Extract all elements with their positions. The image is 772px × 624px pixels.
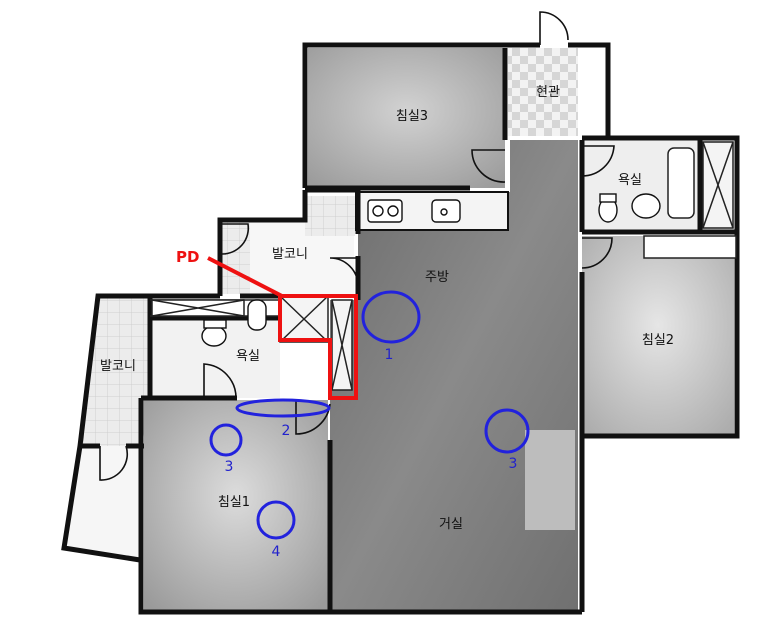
label-bath-right: 욕실 xyxy=(618,173,642,188)
label-bedroom2: 침실2 xyxy=(642,333,674,348)
label-bedroom3: 침실3 xyxy=(396,109,428,124)
marker-label-1: 1 xyxy=(385,347,394,363)
balcony-left-lower xyxy=(66,446,142,560)
label-living: 거실 xyxy=(439,517,463,532)
kitchen-living-floor xyxy=(330,140,578,610)
label-balcony-left: 발코니 xyxy=(100,359,136,374)
balcony-left-floor xyxy=(80,298,150,446)
marker-circle-4 xyxy=(256,500,296,540)
pd-outline xyxy=(278,294,358,400)
marker-label-3-right: 3 xyxy=(509,456,518,472)
marker-circle-1 xyxy=(361,290,421,344)
label-kitchen: 주방 xyxy=(425,270,449,285)
label-bedroom1: 침실1 xyxy=(218,495,250,510)
marker-label-4: 4 xyxy=(272,544,281,560)
toilet-left xyxy=(201,325,227,347)
marker-label-2: 2 xyxy=(282,423,291,439)
bedroom3-floor xyxy=(308,48,505,188)
living-light-patch xyxy=(525,430,575,530)
entrance-floor xyxy=(508,48,578,136)
balcony-mid-tiles xyxy=(305,196,355,236)
walls xyxy=(61,42,740,615)
balcony-mid-tiles2 xyxy=(222,222,250,294)
marker-ellipse-2 xyxy=(235,398,331,418)
markers xyxy=(209,290,530,540)
pd-label: PD xyxy=(176,248,199,266)
interior-lines xyxy=(150,141,737,391)
fixtures xyxy=(201,193,661,347)
label-bath-left: 욕실 xyxy=(236,349,260,364)
marker-label-3-left: 3 xyxy=(225,459,234,475)
label-entrance: 현관 xyxy=(536,85,560,100)
bedroom2-floor xyxy=(582,236,734,434)
pd-pointer-line xyxy=(207,256,283,298)
label-balcony-mid: 발코니 xyxy=(272,247,308,262)
bedroom1-floor xyxy=(144,400,328,612)
marker-circle-3-right xyxy=(484,408,530,454)
marker-circle-3-left xyxy=(209,423,243,457)
pd-annotation: PD xyxy=(176,248,358,400)
